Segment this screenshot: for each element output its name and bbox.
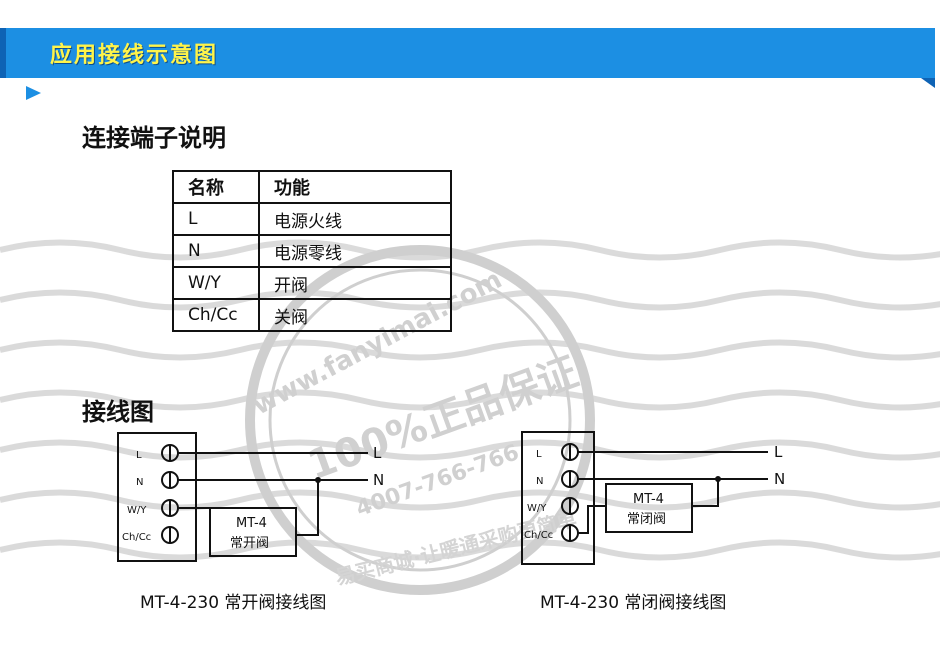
terminal-label-n: N [136, 477, 143, 488]
section-banner: 应用接线示意图 [0, 28, 935, 78]
wiring-heading: 接线图 [82, 398, 154, 426]
cell-name: N [172, 234, 260, 268]
controller-terminal-block [117, 432, 197, 562]
valve-box [209, 507, 297, 557]
junction-dot [315, 477, 321, 483]
terminal-screw [561, 497, 579, 515]
controller-terminal-block [521, 431, 595, 565]
terminal-label-chcc: Ch/Cc [122, 532, 151, 543]
valve-model: MT-4 [633, 492, 664, 507]
table-row: W/Y 开阀 [172, 266, 452, 300]
cell-name: L [172, 202, 260, 236]
terminal-label-n: N [536, 476, 543, 487]
terminal-screw [561, 470, 579, 488]
terminal-screw [561, 443, 579, 461]
terminal-screw [161, 444, 179, 462]
watermark-slogan: 易买商城·让暖通采购更简单 [333, 507, 579, 590]
valve-box [605, 483, 693, 533]
cell-function: 开阀 [258, 266, 452, 300]
cell-name: Ch/Cc [172, 298, 260, 332]
junction-dot [715, 476, 721, 482]
line-label-l: L [373, 444, 382, 462]
table-row: N 电源零线 [172, 234, 452, 268]
banner-fold-arrow [26, 86, 41, 100]
valve-type: 常开阀 [230, 536, 269, 551]
banner-fold-corner [921, 78, 935, 88]
caption-normally-closed: MT-4-230 常闭阀接线图 [540, 593, 727, 613]
terminal-label-l: L [136, 450, 142, 461]
terminal-label-chcc: Ch/Cc [524, 530, 553, 541]
terminal-screw [161, 526, 179, 544]
table-row: L 电源火线 [172, 202, 452, 236]
caption-normally-open: MT-4-230 常开阀接线图 [140, 593, 327, 613]
column-header-function: 功能 [258, 170, 452, 204]
cell-function: 电源火线 [258, 202, 452, 236]
valve-type: 常闭阀 [627, 512, 666, 527]
valve-model: MT-4 [236, 516, 267, 531]
cell-name: W/Y [172, 266, 260, 300]
terminal-screw [561, 524, 579, 542]
line-label-n: N [774, 470, 785, 488]
terminal-screw [161, 471, 179, 489]
terminal-screw [161, 499, 179, 517]
column-header-name: 名称 [172, 170, 260, 204]
banner-title: 应用接线示意图 [50, 43, 219, 68]
terminals-table: 名称 功能 L 电源火线 N 电源零线 W/Y 开阀 Ch/Cc 关阀 [172, 170, 452, 332]
table-row: Ch/Cc 关阀 [172, 298, 452, 332]
terminal-label-wy: W/Y [527, 503, 547, 514]
cell-function: 关阀 [258, 298, 452, 332]
banner-accent [0, 28, 6, 78]
terminal-label-l: L [536, 449, 542, 460]
watermark-phone: 4007-766-766 [353, 440, 523, 522]
line-label-l: L [774, 443, 783, 461]
watermark-guarantee: 100%正品保证 [302, 349, 584, 489]
cell-function: 电源零线 [258, 234, 452, 268]
line-label-n: N [373, 471, 384, 489]
terminal-label-wy: W/Y [127, 505, 147, 516]
table-header-row: 名称 功能 [172, 170, 452, 204]
terminals-heading: 连接端子说明 [82, 124, 226, 152]
